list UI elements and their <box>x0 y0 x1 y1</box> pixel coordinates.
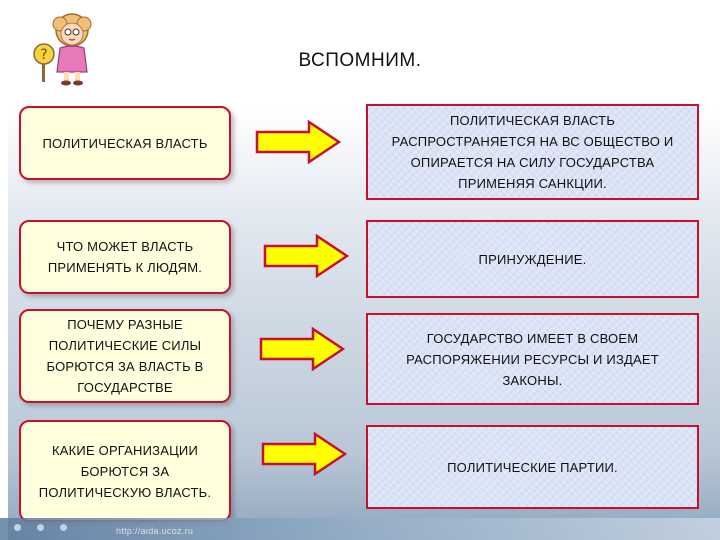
footer-dots <box>14 518 83 536</box>
dot-icon <box>60 524 67 531</box>
answer-text-4: ПОЛИТИЧЕСКИЕ ПАРТИИ. <box>447 457 618 478</box>
answer-text-3: ГОСУДАРСТВО ИМЕЕТ В СВОЕМ РАСПОРЯЖЕНИИ Р… <box>376 328 689 391</box>
right-arrow-icon <box>255 120 341 164</box>
slide-title: ВСПОМНИМ. <box>230 50 490 72</box>
right-arrow-icon <box>259 327 345 371</box>
question-box-3: ПОЧЕМУ РАЗНЫЕ ПОЛИТИЧЕСКИЕ СИЛЫ БОРЮТСЯ … <box>19 309 231 403</box>
question-text-3: ПОЧЕМУ РАЗНЫЕ ПОЛИТИЧЕСКИЕ СИЛЫ БОРЮТСЯ … <box>27 314 223 398</box>
question-box-2: ЧТО МОЖЕТ ВЛАСТЬ ПРИМЕНЯТЬ К ЛЮДЯМ. <box>19 220 231 294</box>
question-text-4: КАКИЕ ОРГАНИЗАЦИИ БОРЮТСЯ ЗА ПОЛИТИЧЕСКУ… <box>27 440 223 503</box>
question-text-1: ПОЛИТИЧЕСКАЯ ВЛАСТЬ <box>42 133 207 154</box>
question-box-1: ПОЛИТИЧЕСКАЯ ВЛАСТЬ <box>19 106 231 180</box>
dot-icon <box>14 524 21 531</box>
footer-band: http://aida.ucoz.ru <box>0 518 720 540</box>
thinking-girl-icon: ? <box>32 10 102 86</box>
answer-text-2: ПРИНУЖДЕНИЕ. <box>479 249 587 270</box>
right-arrow-icon <box>263 234 349 278</box>
svg-text:?: ? <box>40 47 47 63</box>
question-box-4: КАКИЕ ОРГАНИЗАЦИИ БОРЮТСЯ ЗА ПОЛИТИЧЕСКУ… <box>19 420 231 522</box>
right-arrow-icon <box>261 432 347 476</box>
answer-box-2: ПРИНУЖДЕНИЕ. <box>366 220 699 298</box>
dot-icon <box>37 524 44 531</box>
answer-box-3: ГОСУДАРСТВО ИМЕЕТ В СВОЕМ РАСПОРЯЖЕНИИ Р… <box>366 313 699 405</box>
footer-url: http://aida.ucoz.ru <box>116 526 193 536</box>
question-text-2: ЧТО МОЖЕТ ВЛАСТЬ ПРИМЕНЯТЬ К ЛЮДЯМ. <box>27 236 223 278</box>
answer-box-4: ПОЛИТИЧЕСКИЕ ПАРТИИ. <box>366 425 699 509</box>
answer-text-1: ПОЛИТИЧЕСКАЯ ВЛАСТЬ РАСПРОСТРАНЯЕТСЯ НА … <box>376 110 689 194</box>
answer-box-1: ПОЛИТИЧЕСКАЯ ВЛАСТЬ РАСПРОСТРАНЯЕТСЯ НА … <box>366 104 699 200</box>
